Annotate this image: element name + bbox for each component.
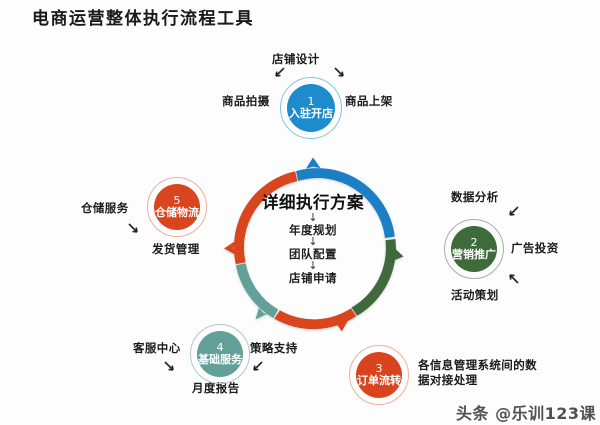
ring-segment-red-left [233, 171, 298, 265]
satellite-shipping-mgmt: 发货管理 [152, 242, 200, 256]
satellite-event-planning: 活动策划 [451, 288, 499, 302]
arrow-icon-n5-left [128, 223, 138, 233]
node-2-number: 2 [470, 236, 478, 249]
node-4-label: 基础服务 [198, 353, 242, 366]
node-4-number: 4 [216, 341, 224, 354]
node-5-label: 仓储物流 [155, 206, 199, 219]
satellite-warehouse-service: 仓储服务 [81, 201, 129, 215]
node-4-basic-service[interactable]: 4 基础服务 [197, 331, 243, 377]
node-5-halo [147, 177, 207, 237]
satellite-system-data: 各信息管理系统间的数据对接处理 [418, 358, 537, 387]
page-title: 电商运营整体执行流程工具 [32, 9, 254, 29]
node-1-enter-shop[interactable]: 1 入驻开店 [287, 84, 335, 132]
node-4-halo [190, 324, 250, 384]
ring-segment-teal [235, 263, 279, 318]
ring-arrow-green [392, 248, 404, 261]
arrow-icon-n4-right [253, 361, 263, 371]
arrow-icon-n1-right [334, 67, 344, 77]
satellite-product-list: 商品上架 [345, 94, 393, 108]
arrow-icon-n2-down [509, 274, 519, 284]
node-3-order-flow[interactable]: 3 订单流转 [356, 352, 402, 398]
node-3-label: 订单流转 [357, 374, 401, 387]
node-3-halo [349, 345, 409, 405]
cycle-ring-svg [224, 157, 404, 332]
satellite-shop-design: 店铺设计 [272, 52, 320, 66]
node-2-marketing[interactable]: 2 营销推广 [451, 226, 497, 272]
node-5-warehouse-logistics[interactable]: 5 仓储物流 [154, 184, 200, 230]
arrow-icon-n1-left [275, 67, 285, 77]
satellite-customer-service: 客服中心 [133, 341, 181, 355]
satellite-monthly-report: 月度报告 [192, 381, 240, 395]
ring-arrow-blue [306, 157, 321, 169]
arrow-icon-n4-left [164, 361, 174, 371]
satellite-product-photo: 商品拍摄 [222, 94, 270, 108]
ring-arrow-red-left [224, 241, 236, 255]
node-1-halo [280, 77, 342, 139]
ring-arrow-teal [255, 307, 268, 320]
satellite-data-analysis: 数据分析 [451, 190, 499, 204]
ring-segment-red-bottom [274, 308, 357, 330]
node-1-number: 1 [307, 95, 315, 108]
watermark: 头条 @乐训123课 [456, 404, 596, 423]
arrow-icon-n2-up [509, 206, 519, 216]
ring-segment-blue [296, 168, 395, 238]
node-2-label: 营销推广 [452, 248, 496, 261]
node-3-number: 3 [375, 362, 383, 375]
node-2-halo [444, 219, 504, 279]
ring-arrow-red-bottom [334, 320, 349, 332]
node-1-label: 入驻开店 [289, 107, 333, 120]
satellite-strategy-support: 策略支持 [250, 341, 298, 355]
ring-segment-green [351, 239, 396, 316]
cycle-ring [222, 157, 404, 339]
satellite-ad-investment: 广告投资 [511, 241, 559, 255]
node-5-number: 5 [173, 194, 181, 207]
